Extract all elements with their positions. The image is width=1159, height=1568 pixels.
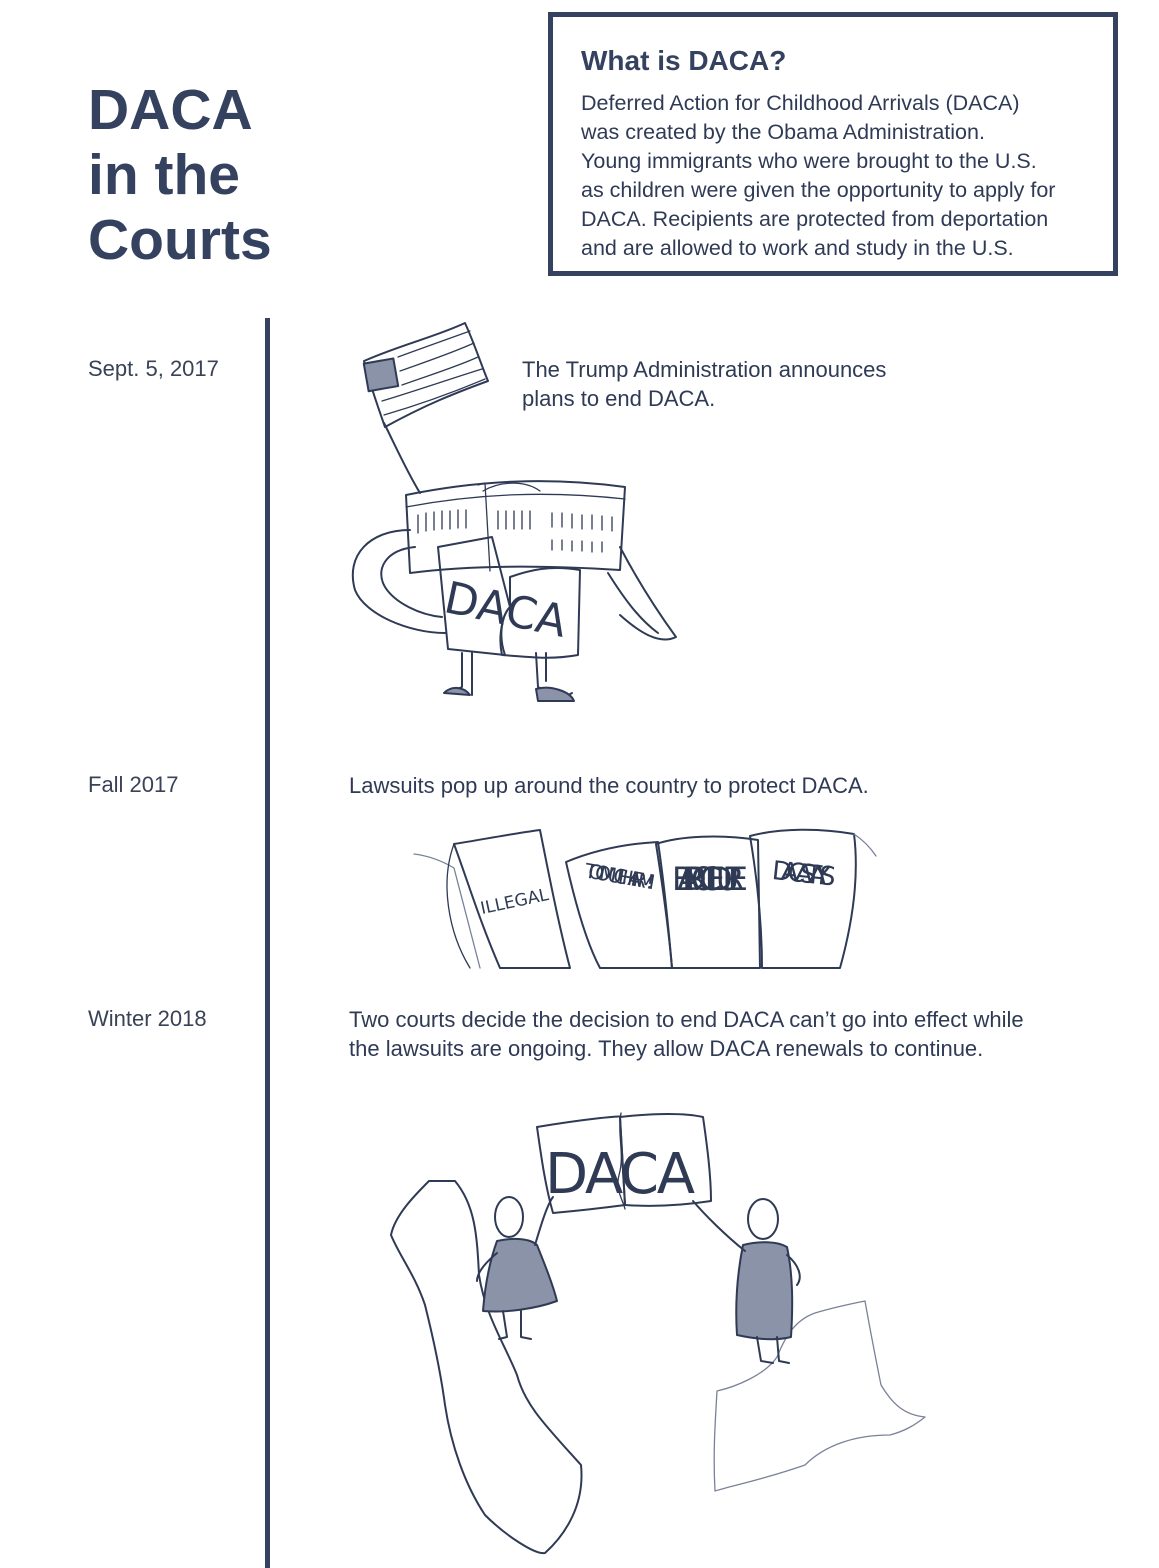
california-state-outline xyxy=(390,1180,583,1555)
held-daca-sign: DACA xyxy=(536,1112,712,1214)
paper-label-illegal: ILLEGAL xyxy=(479,885,551,919)
paper-label-daca-stays: DACA STAYS xyxy=(770,856,837,893)
held-sign-lettering: DACA xyxy=(545,1142,695,1207)
new-york-state-outline xyxy=(713,1300,926,1492)
right-court-figure xyxy=(692,1198,801,1364)
paper-label-too-much-harm: TOO MUCH HARM! xyxy=(582,858,657,894)
event-text-line: the lawsuits are ongoing. They allow DAC… xyxy=(349,1036,984,1061)
left-court-figure xyxy=(476,1196,558,1340)
timeline-event-1-text: The Trump Administration announces plans… xyxy=(522,355,886,413)
info-box-line: and are allowed to work and study in the… xyxy=(581,236,1014,260)
timeline-date-3: Winter 2018 xyxy=(88,1006,207,1031)
timeline-axis xyxy=(265,318,270,1568)
event-text-line: Lawsuits pop up around the country to pr… xyxy=(349,773,869,798)
info-box-line: Young immigrants who were brought to the… xyxy=(581,149,1037,173)
what-is-daca-box: What is DACA? Deferred Action for Childh… xyxy=(548,12,1118,276)
torn-sign-lettering: DACA xyxy=(440,572,571,648)
info-box-line: was created by the Obama Administration. xyxy=(581,120,985,144)
torn-daca-document: DACA xyxy=(437,536,581,659)
event-text-line: Two courts decide the decision to end DA… xyxy=(349,1007,1024,1032)
timeline-event-3-text: Two courts decide the decision to end DA… xyxy=(349,1005,1024,1063)
info-box-line: Deferred Action for Childhood Arrivals (… xyxy=(581,91,1020,115)
timeline-event-2-text: Lawsuits pop up around the country to pr… xyxy=(349,771,869,800)
info-box-heading: What is DACA? xyxy=(581,45,787,76)
white-house-tearing-daca-illustration: DACA xyxy=(351,322,677,702)
title-line-2: in the xyxy=(88,143,240,207)
info-box-body: Deferred Action for Childhood Arrivals (… xyxy=(581,89,1121,263)
event-text-line: plans to end DACA. xyxy=(522,386,716,411)
info-box-line: as children were given the opportunity t… xyxy=(581,178,1056,202)
title-line-1: DACA xyxy=(88,78,253,142)
timeline-date-2: Fall 2017 xyxy=(88,772,179,797)
title-line-3: Courts xyxy=(88,208,272,272)
lawsuit-papers-illustration: ILLEGAL TOO MUCH HARM! BAD PROCEDURE DAC… xyxy=(413,828,877,969)
paper-label-bad-procedure: BAD PROCEDURE xyxy=(672,860,748,898)
white-house-icon xyxy=(351,480,677,702)
page-title: DACA in the Courts xyxy=(88,78,388,273)
timeline-date-1: Sept. 5, 2017 xyxy=(88,356,219,381)
event-text-line: The Trump Administration announces xyxy=(522,357,887,382)
courts-holding-daca-illustration: DACA xyxy=(390,1112,926,1555)
us-flag-icon xyxy=(362,322,489,494)
info-box-line: DACA. Recipients are protected from depo… xyxy=(581,207,1049,231)
